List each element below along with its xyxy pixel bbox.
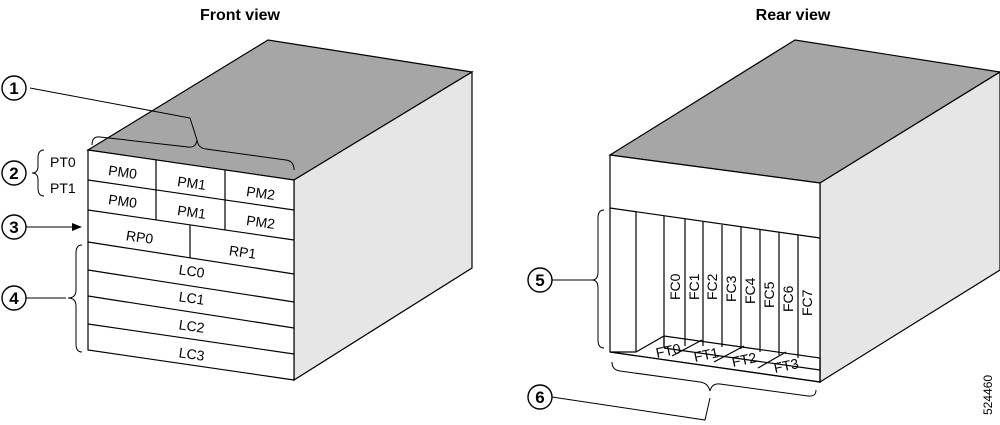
fc5-label: FC5 bbox=[761, 281, 777, 308]
pt0-label: PT0 bbox=[50, 154, 76, 170]
ft2-label: FT2 bbox=[730, 349, 758, 370]
pm2-row2-label: PM2 bbox=[245, 212, 276, 232]
pt1-label: PT1 bbox=[50, 180, 76, 196]
front-view-title: Front view bbox=[200, 7, 281, 24]
rear-view-title: Rear view bbox=[756, 7, 831, 24]
callout-5: 5 bbox=[527, 267, 553, 293]
fc0-label: FC0 bbox=[667, 273, 683, 300]
svg-text:4: 4 bbox=[9, 289, 19, 308]
fc6-label: FC6 bbox=[780, 285, 796, 312]
svg-text:1: 1 bbox=[9, 79, 18, 98]
fc-brace bbox=[591, 209, 605, 349]
lc2-label: LC2 bbox=[178, 316, 206, 335]
svg-text:5: 5 bbox=[535, 271, 544, 290]
callout-6: 6 bbox=[527, 384, 553, 410]
callout-3: 3 bbox=[1, 214, 27, 240]
fc2-label: FC2 bbox=[704, 273, 720, 300]
ft0-label: FT0 bbox=[654, 340, 682, 361]
ft1-label: FT1 bbox=[692, 344, 720, 365]
pm2-row1-label: PM2 bbox=[245, 183, 276, 203]
lc0-label: LC0 bbox=[178, 261, 206, 280]
callout-2: 2 bbox=[1, 160, 27, 186]
callout-6-leader bbox=[551, 396, 711, 421]
pm1-row2-label: PM1 bbox=[176, 202, 207, 222]
lc3-label: LC3 bbox=[178, 344, 206, 363]
callout-1-leader bbox=[29, 87, 198, 141]
pm0-row2-label: PM0 bbox=[107, 191, 138, 211]
callout-1: 1 bbox=[1, 75, 27, 101]
fc3-label: FC3 bbox=[723, 275, 739, 302]
callout-3-arrowhead bbox=[72, 223, 82, 231]
lc-brace bbox=[67, 244, 83, 353]
svg-text:3: 3 bbox=[9, 218, 18, 237]
svg-text:6: 6 bbox=[535, 388, 544, 407]
ft3-label: FT3 bbox=[772, 355, 800, 376]
rear-chassis: FC0 FC1 FC2 FC3 FC4 FC5 FC6 FC7 FT0 FT1 … bbox=[608, 39, 1000, 384]
callout-4: 4 bbox=[1, 285, 27, 311]
front-chassis: PM0 PM1 PM2 PM0 PM1 PM2 RP0 RP1 LC0 LC1 … bbox=[86, 39, 474, 382]
rp0-label: RP0 bbox=[125, 227, 154, 247]
fc1-label: FC1 bbox=[686, 273, 702, 300]
figure-id: 524460 bbox=[981, 375, 995, 415]
ft-brace bbox=[611, 361, 817, 397]
rp1-label: RP1 bbox=[228, 242, 257, 262]
fc4-label: FC4 bbox=[742, 277, 758, 304]
fc7-label: FC7 bbox=[799, 289, 815, 316]
svg-text:2: 2 bbox=[9, 164, 18, 183]
pm1-row1-label: PM1 bbox=[176, 173, 207, 193]
pm0-row1-label: PM0 bbox=[107, 162, 138, 182]
pt-brace bbox=[31, 149, 45, 197]
lc1-label: LC1 bbox=[178, 288, 206, 307]
